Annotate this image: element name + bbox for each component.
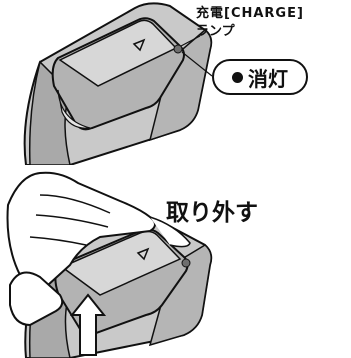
charger-side-face bbox=[148, 29, 212, 142]
triangle-mark-icon bbox=[136, 247, 150, 261]
remove-battery-illustration: 取り外す bbox=[0, 165, 351, 358]
lamp-dot-icon bbox=[181, 258, 191, 268]
thumb-icon bbox=[9, 271, 64, 327]
battery-top-face bbox=[58, 19, 178, 87]
triangle-mark-icon bbox=[132, 38, 146, 52]
status-dot-icon bbox=[232, 71, 243, 83]
charge-lamp-label: 充電[CHARGE] bbox=[196, 6, 304, 21]
lamp-status-text: 消灯 bbox=[248, 66, 288, 91]
up-arrow-icon bbox=[69, 293, 107, 356]
remove-label: 取り外す bbox=[166, 200, 258, 226]
finger-tip bbox=[149, 216, 191, 248]
lamp-dot-icon bbox=[173, 44, 183, 54]
removing-battery-drawing bbox=[6, 171, 213, 358]
lamp-leader-line bbox=[180, 35, 201, 47]
status-leader-line bbox=[181, 51, 213, 77]
finger-lines bbox=[29, 194, 111, 246]
charger-with-battery-drawing bbox=[23, 2, 213, 165]
charger-cavity bbox=[57, 89, 91, 129]
lamp-status-badge: 消灯 bbox=[212, 59, 308, 95]
charge-lamp-label-line2: ランプ bbox=[196, 24, 235, 39]
charger-side-face bbox=[148, 244, 212, 347]
charger-top-illustration: 充電[CHARGE] ランプ 消灯 bbox=[0, 0, 351, 165]
